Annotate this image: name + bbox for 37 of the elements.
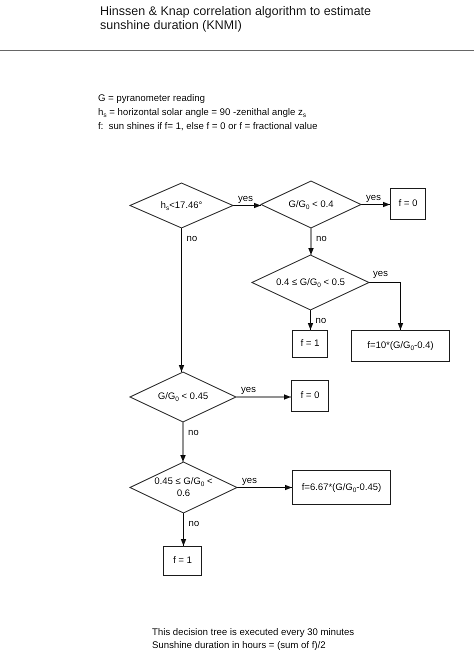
arrow xyxy=(308,310,314,330)
edge-label: yes xyxy=(240,384,257,395)
decision-diamond: 0.45 ≤ G/G$_{0}$ < 0.6 xyxy=(130,462,237,513)
arrow xyxy=(236,484,292,490)
arrow xyxy=(178,228,184,372)
arrow xyxy=(308,228,314,256)
edge-label: no xyxy=(315,233,328,244)
edge-label: yes xyxy=(365,192,382,202)
arrow xyxy=(236,394,292,400)
arrow xyxy=(360,202,390,208)
edge-label: yes xyxy=(241,474,258,486)
arrow xyxy=(180,422,186,462)
decision-diamond: G/G$_{0}$ < 0.45 xyxy=(130,372,236,422)
legend-note: f: sun shines if f= 1, else f = 0 or f = fractional value xyxy=(98,120,318,133)
legend-note: h$_{s}$ = horizontal solar angle = 90 -zenithal angle z$_{s}$ xyxy=(98,106,306,119)
decision-diamond: G/G$_{0}$ < 0.4 xyxy=(261,181,361,228)
edge-label: no xyxy=(188,518,200,529)
edge-label: no xyxy=(314,315,328,326)
result-box: f=6.67*(G/G$_{0}$-0.45) xyxy=(292,470,391,505)
arrow xyxy=(368,282,404,330)
arrow xyxy=(180,512,186,546)
result-box: f=10*(G/G$_{0}$-0.4) xyxy=(351,330,450,362)
footnote: Sunshine duration in hours = (sum of f)/2 xyxy=(152,639,326,652)
arrow xyxy=(232,202,262,208)
footnote: This decision tree is executed every 30 minutes xyxy=(152,626,354,639)
edge-label: no xyxy=(187,427,200,438)
result-box: f = 0 xyxy=(291,380,329,412)
result-box: f = 1 xyxy=(163,546,202,576)
result-box: f = 0 xyxy=(390,188,426,220)
edge-label: no xyxy=(186,233,198,244)
edge-label: yes xyxy=(237,192,254,204)
edge-label: yes xyxy=(372,268,389,278)
decision-diamond: h$_{s}$<17.46° xyxy=(130,183,233,228)
decision-diamond: 0.4 ≤ G/G$_{0}$ < 0.5 xyxy=(252,255,369,310)
legend-note: G = pyranometer reading xyxy=(98,92,205,105)
diagram-title: Hinssen & Knap correlation algorithm to estimate sunshine duration (KNMI) xyxy=(100,4,372,32)
result-box: f = 1 xyxy=(292,330,328,358)
